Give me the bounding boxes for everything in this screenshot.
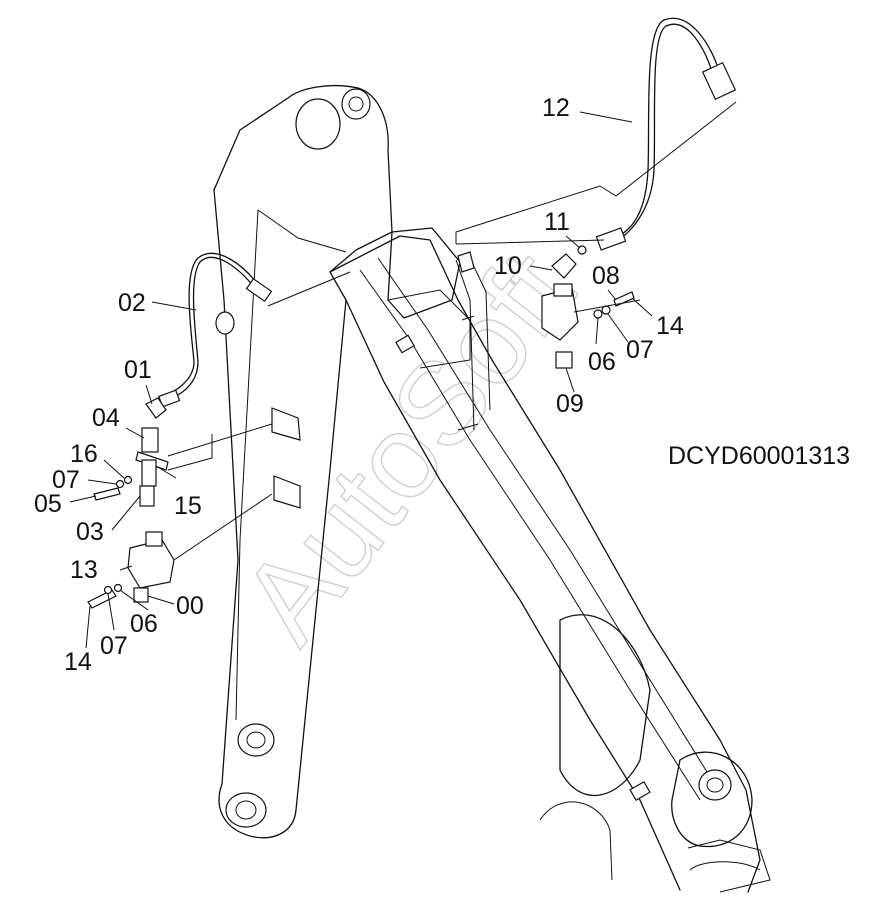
drawing-code: DCYD60001313 [668, 442, 850, 470]
callout-04: 04 [92, 404, 120, 432]
hose-12-fitting-bottom [595, 227, 627, 251]
hose-02 [171, 256, 259, 399]
valve-13 [127, 539, 175, 589]
plug-09 [555, 351, 573, 369]
washer-07-left [103, 585, 113, 595]
callout-00: 00 [176, 592, 204, 620]
washer-06-left [113, 583, 123, 593]
washer-07-right [601, 305, 611, 315]
top-pin-hole [341, 88, 371, 120]
pipe-clamp-upper [395, 334, 415, 354]
elbow-01 [145, 397, 167, 419]
washer-07 [115, 479, 125, 489]
callout-07-right: 07 [626, 336, 654, 364]
callout-13: 13 [70, 556, 98, 584]
callout-02: 02 [118, 289, 146, 317]
fitting-04 [141, 427, 159, 453]
washer-06-right [593, 309, 603, 319]
nipple-03 [139, 485, 155, 507]
arm-side-hole [215, 311, 235, 335]
callout-08: 08 [592, 262, 620, 290]
callout-10: 10 [494, 252, 522, 280]
leader-lines [69, 111, 653, 649]
hose-02-fitting-top [245, 277, 273, 303]
bottom-pin-boss [225, 792, 267, 828]
bracket-lower [273, 475, 301, 509]
callout-06-right: 06 [588, 348, 616, 376]
callout-07-left-upper: 07 [52, 466, 80, 494]
callout-16: 16 [70, 440, 98, 468]
callout-14-right: 14 [656, 312, 684, 340]
callout-11: 11 [544, 208, 570, 236]
hose-12-assembly [455, 17, 737, 369]
top-eye-boss [295, 98, 341, 150]
lower-boss [237, 723, 275, 757]
bolt-05 [93, 487, 121, 501]
bolt-14-left [87, 589, 117, 609]
pipe-end-upper [457, 251, 475, 273]
watermark: AutoSoft [216, 227, 600, 666]
tee-body [141, 459, 157, 487]
washer-16 [123, 475, 133, 485]
bracket-upper [271, 407, 301, 441]
hose-02-assembly [87, 252, 351, 609]
elbow-10 [551, 253, 577, 279]
callouts: 02 01 04 16 07 05 15 03 13 00 06 07 14 1… [34, 94, 684, 676]
callout-05: 05 [34, 490, 62, 518]
callout-03: 03 [76, 518, 104, 546]
hose-12 [613, 17, 721, 239]
callout-06-left: 06 [130, 610, 158, 638]
valve-08-port [553, 283, 573, 297]
callout-14-left: 14 [64, 648, 92, 676]
plug-00 [133, 587, 149, 603]
callout-09: 09 [556, 390, 584, 418]
boom-arm [213, 85, 771, 893]
hose-12-fitting-top [701, 61, 737, 101]
callout-01: 01 [124, 356, 152, 384]
lower-clamp [629, 780, 651, 802]
callout-07-left-lower: 07 [100, 632, 128, 660]
callout-15: 15 [174, 492, 202, 520]
knuckle-pin [698, 769, 732, 801]
valve-13-port [145, 531, 163, 547]
callout-12: 12 [542, 94, 570, 122]
watermark-text: AutoSoft [216, 228, 599, 666]
